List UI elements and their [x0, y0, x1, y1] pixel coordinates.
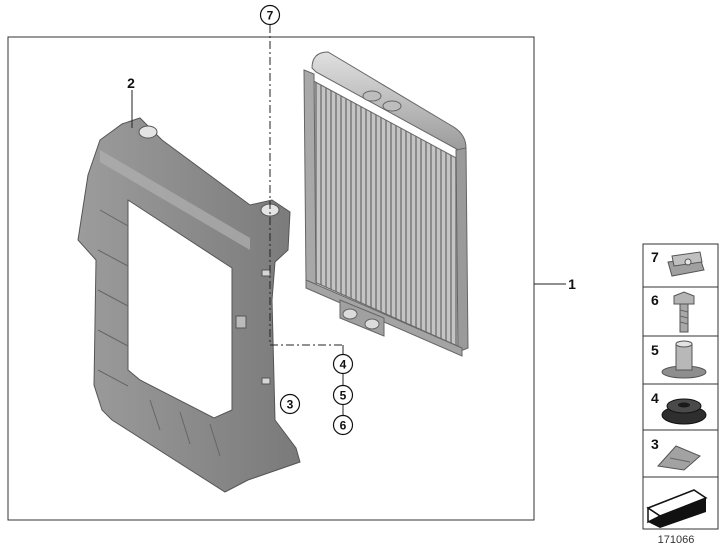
legend-7-label: 7	[651, 249, 659, 265]
callout-4-label: 4	[340, 358, 347, 372]
spring-clip-icon	[657, 445, 701, 471]
callout-3-label: 3	[287, 398, 294, 412]
legend-row-5[interactable]: 5	[642, 335, 719, 385]
legend-5-label: 5	[651, 342, 659, 358]
callout-5: 5	[332, 384, 354, 406]
legend-4-label: 4	[651, 390, 659, 406]
parts-legend: 7 6 5	[642, 243, 719, 530]
callout-5-label: 5	[340, 389, 347, 403]
callout-2-label: 2	[127, 75, 135, 91]
legend-row-7[interactable]: 7	[642, 243, 719, 288]
grommet-icon	[661, 398, 707, 425]
legend-row-6[interactable]: 6	[642, 286, 719, 337]
callout-4: 4	[332, 353, 354, 375]
legend-row-arrow[interactable]	[642, 476, 719, 530]
bolt-icon	[673, 291, 695, 333]
callout-7: 7	[259, 4, 281, 26]
legend-row-3[interactable]: 3	[642, 429, 719, 478]
rubber-mount-bushing-icon	[661, 340, 707, 379]
callout-6: 6	[332, 414, 354, 436]
diagram-border	[7, 36, 535, 521]
radiator	[303, 51, 469, 357]
legend-row-4[interactable]: 4	[642, 383, 719, 431]
leader-lines	[131, 25, 566, 416]
arrow-pointer-icon	[646, 489, 708, 528]
callout-6-label: 6	[340, 419, 347, 433]
callout-7-label: 7	[267, 9, 274, 23]
legend-6-label: 6	[651, 292, 659, 308]
radiator-mounting-frame	[77, 117, 301, 493]
legend-3-label: 3	[651, 436, 659, 452]
callout-3: 3	[279, 393, 301, 415]
clip-nut-icon	[667, 251, 705, 277]
callout-1-label: 1	[568, 276, 576, 292]
diagram-id: 171066	[658, 534, 695, 546]
